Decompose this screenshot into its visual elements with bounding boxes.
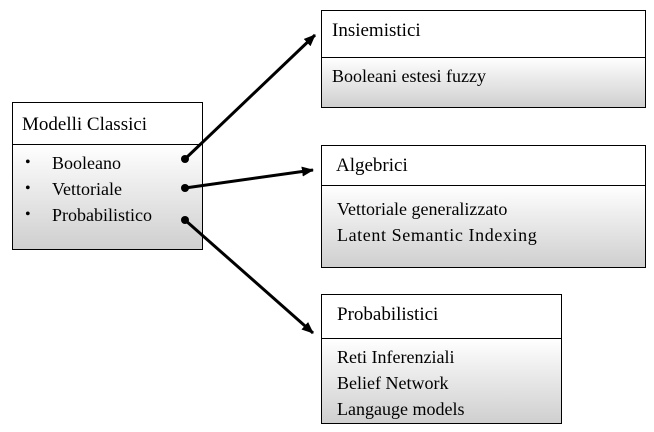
bullet-vettoriale: • [25,180,31,197]
algebrici-item-lsi: Latent Semantic Indexing [337,225,538,245]
probabilistici-box: Probabilistici Reti Inferenziali Belief … [321,294,562,424]
classic-item-booleano: Booleano [52,153,121,173]
algebrici-title: Algebrici [336,155,408,176]
insiemistici-header: Insiemistici [322,11,645,58]
bullet-probabilistico: • [25,206,31,223]
probabilistici-item-language: Langauge models [337,399,465,419]
algebrici-list: Vettoriale generalizzato Latent Semantic… [322,186,645,267]
probabilistici-header: Probabilistici [322,295,561,339]
insiemistici-title: Insiemistici [332,20,421,41]
probabilistici-item-belief: Belief Network [337,373,449,393]
classic-models-list: • Booleano • Vettoriale • Probabilistico [13,145,202,249]
probabilistici-item-reti: Reti Inferenziali [337,347,455,367]
insiemistici-list: Booleani estesi fuzzy [322,58,645,107]
algebrici-item-vettoriale: Vettoriale generalizzato [337,199,508,219]
bullet-booleano: • [25,154,31,171]
probabilistici-title: Probabilistici [337,304,439,325]
algebrici-box: Algebrici Vettoriale generalizzato Laten… [321,145,646,268]
algebrici-header: Algebrici [322,146,645,186]
insiemistici-box: Insiemistici Booleani estesi fuzzy [321,10,646,108]
insiemistici-item-fuzzy: Booleani estesi fuzzy [332,66,486,86]
classic-item-vettoriale: Vettoriale [52,179,122,199]
classic-models-title: Modelli Classici [22,114,148,135]
probabilistici-list: Reti Inferenziali Belief Network Langaug… [322,339,561,423]
classic-models-box: Modelli Classici • Booleano • Vettoriale… [12,102,203,250]
classic-models-header: Modelli Classici [13,103,202,145]
classic-item-probabilistico: Probabilistico [52,205,152,225]
